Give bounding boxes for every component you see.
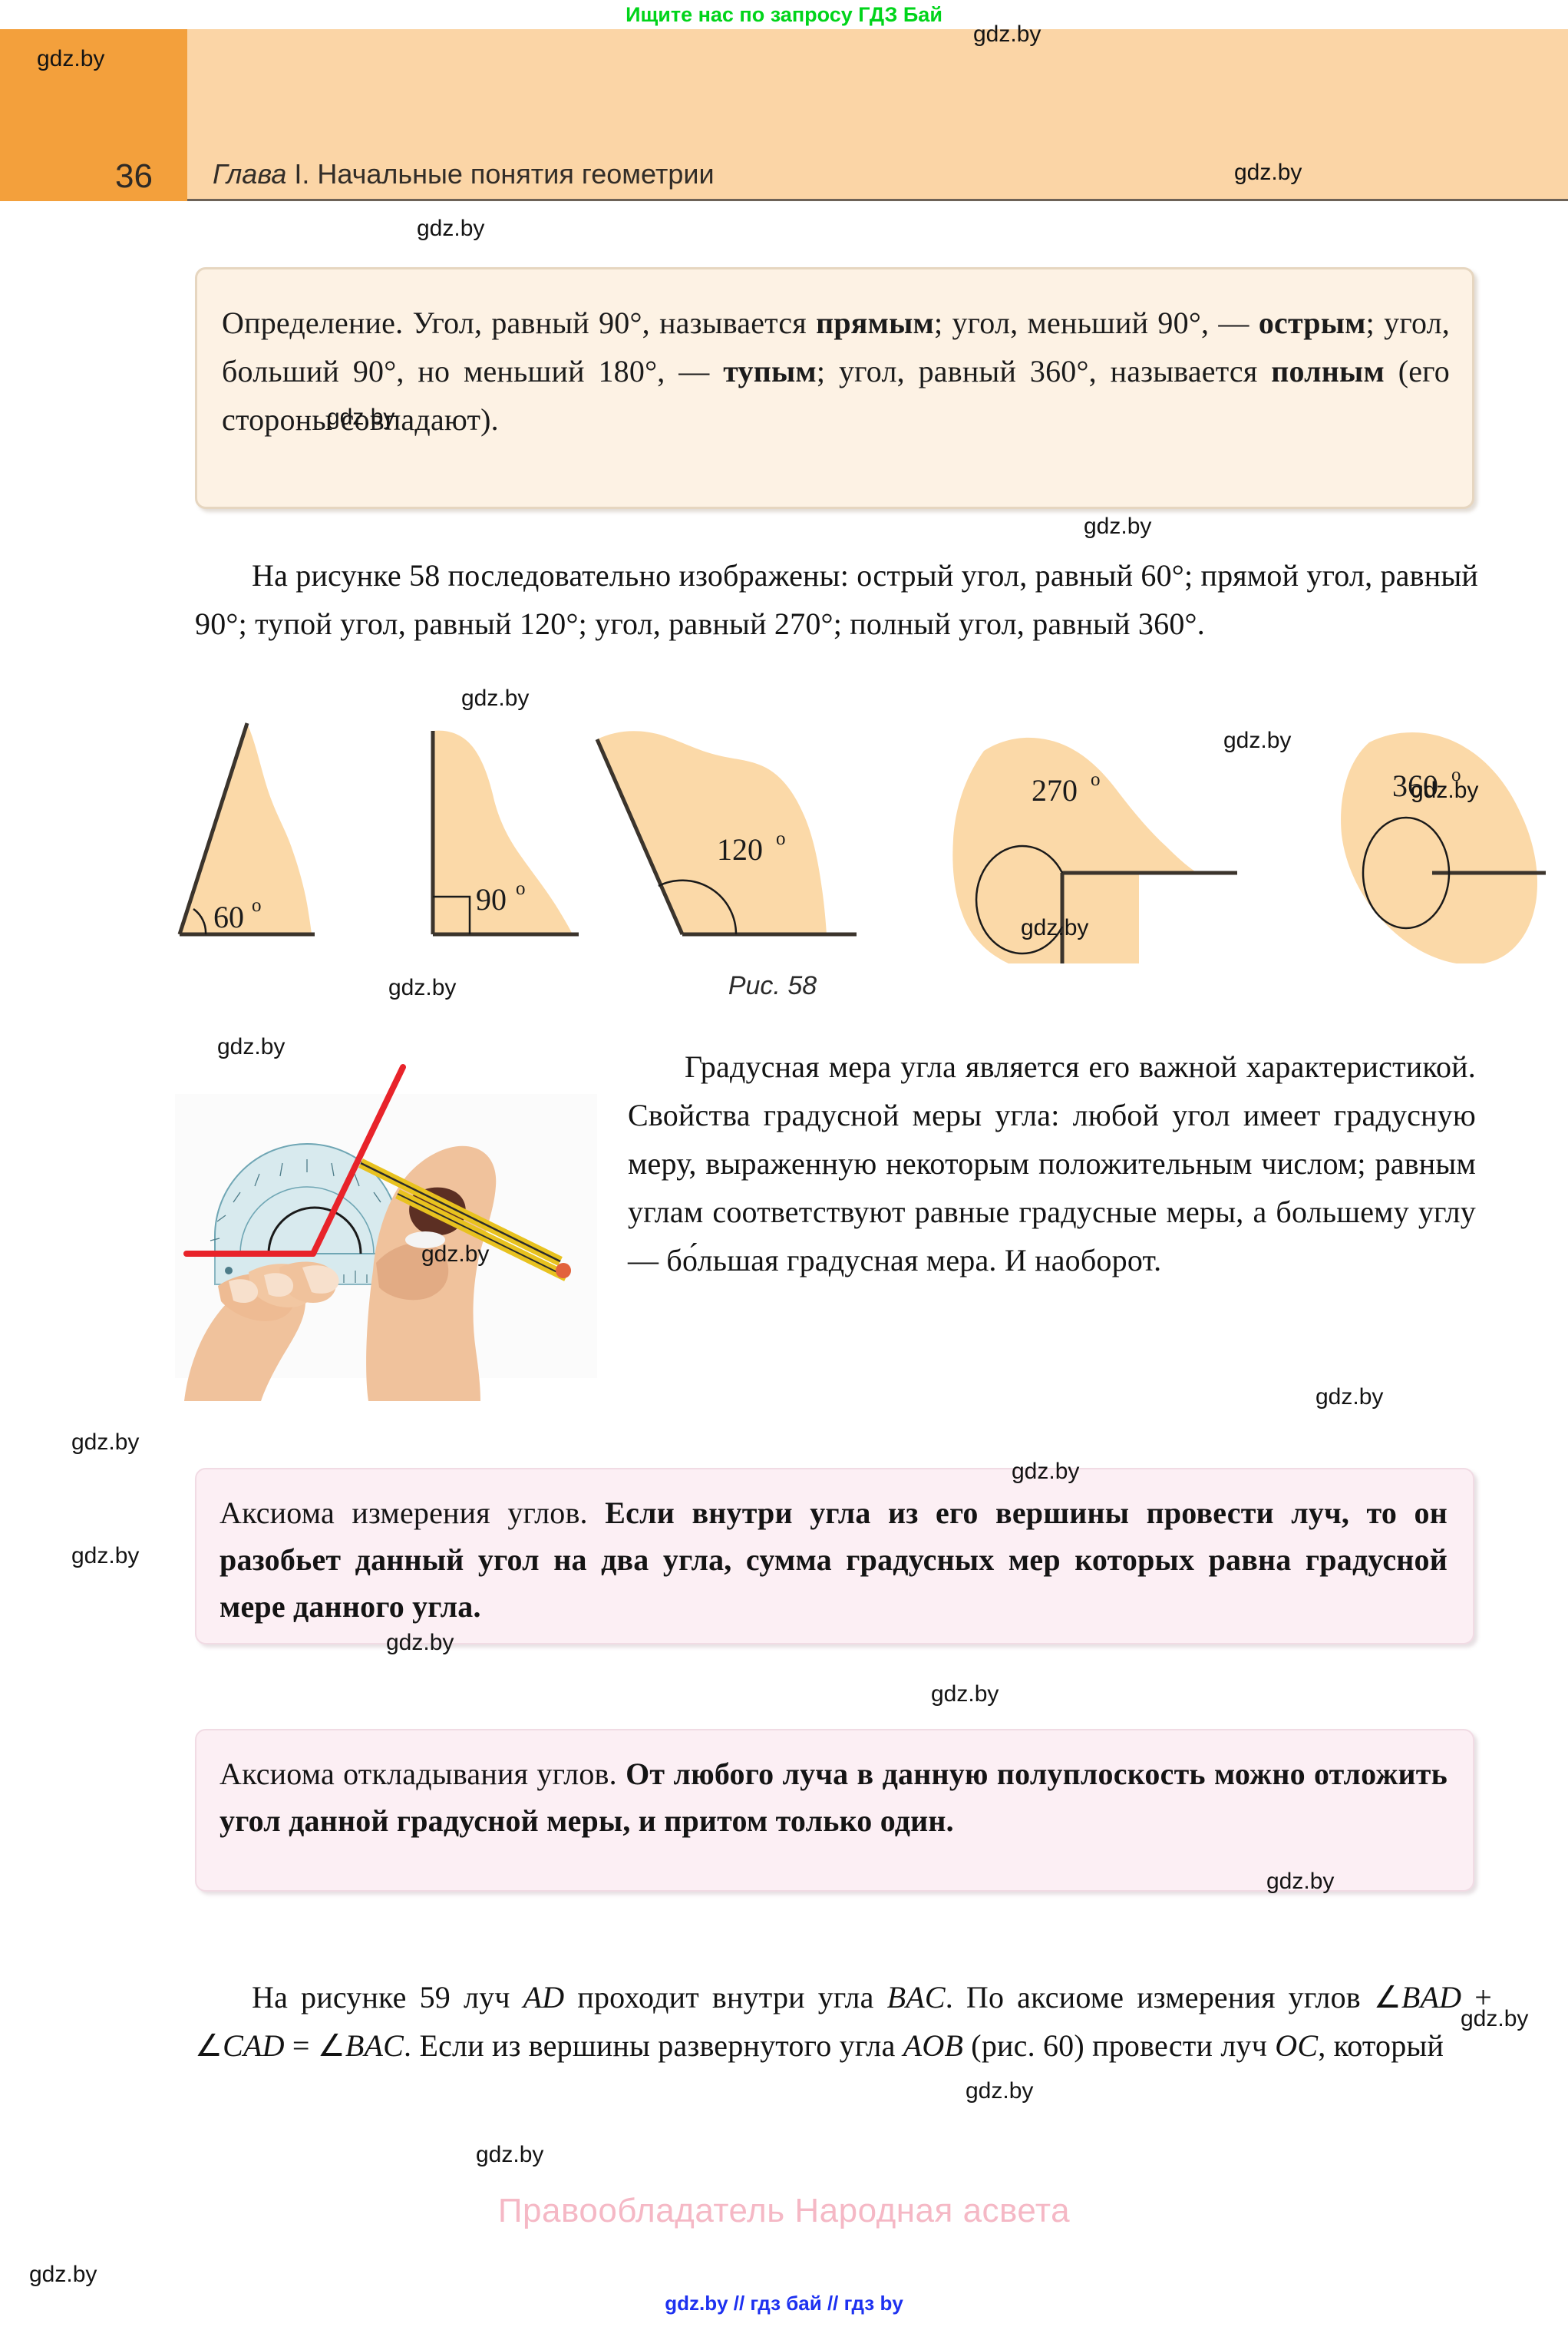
figure-58: 60 o 90 o 120 o 270 o [172, 710, 1553, 965]
angle-shape-360: 360 o [1341, 732, 1546, 965]
figure-58-caption: Рис. 58 [0, 971, 1568, 1001]
angle-shape-120: 120 o [595, 731, 857, 937]
promo-text: Ищите нас по запросу ГДЗ Бай [626, 3, 942, 26]
chapter-title: Глава I. Начальные понятия геометрии [213, 158, 715, 190]
figure-58-svg: 60 o 90 o 120 o 270 o [177, 722, 1546, 965]
red-ray-icon [183, 1064, 406, 1257]
definition-text: Определение. Угол, равный 90°, называетс… [222, 299, 1450, 444]
angle-label-270: 270 [1032, 773, 1078, 808]
paragraph-degree-measure: Градусная мера угла является его важной … [628, 1049, 1476, 1277]
promo-strip: Ищите нас по запросу ГДЗ Бай [0, 0, 1568, 29]
watermark-16: gdz.by [71, 1543, 140, 1568]
angle-label-90: 90 [476, 882, 507, 917]
svg-text:o: o [776, 828, 786, 849]
page-number: 36 [115, 157, 153, 195]
watermark-5: gdz.by [1084, 514, 1152, 539]
axiom-2-title: Аксиома откладывания углов. [220, 1757, 617, 1791]
angle-label-60: 60 [213, 900, 244, 934]
watermark-23: gdz.by [29, 2262, 97, 2287]
page-header-band [0, 29, 1568, 201]
figure-58-caption-text: Рис. 58 [728, 971, 817, 1000]
svg-text:o: o [1451, 765, 1461, 785]
svg-text:o: o [252, 895, 262, 916]
svg-text:o: o [1091, 769, 1101, 790]
watermark-6: gdz.by [461, 686, 530, 711]
axiom-1-text: Аксиома измерения углов. Если внутри угл… [220, 1489, 1448, 1630]
watermark-13: gdz.by [1315, 1384, 1384, 1410]
paragraph-figure58-intro: На рисунке 58 последовательно изображены… [195, 558, 1479, 641]
watermark-18: gdz.by [931, 1681, 999, 1707]
axiom-box-measurement: Аксиома измерения углов. Если внутри угл… [195, 1468, 1474, 1644]
copyright-notice: Правообладатель Народная асвета [497, 2192, 1071, 2229]
protractor-photo-svg [167, 1040, 605, 1416]
axiom-box-construction: Аксиома откладывания углов. От любого лу… [195, 1729, 1474, 1892]
axiom-1-title: Аксиома измерения углов. [220, 1496, 588, 1530]
angle-shape-270: 270 o [952, 737, 1237, 963]
protractor-with-hands-photo [167, 1040, 605, 1416]
left-hand-shape [184, 1261, 339, 1401]
footer-links: gdz.by // гдз бай // гдз by [665, 2292, 903, 2315]
angle-label-360: 360 [1392, 768, 1438, 803]
paragraph-figure59: На рисунке 59 луч AD проходит внутри угл… [195, 1980, 1492, 2063]
angle-shape-60: 60 o [177, 722, 315, 937]
definition-label: Определение. [222, 306, 404, 340]
watermark-3: gdz.by [417, 216, 485, 241]
angle-label-120: 120 [717, 832, 763, 867]
axiom-2-text: Аксиома откладывания углов. От любого лу… [220, 1750, 1448, 1844]
watermark-21: gdz.by [966, 2078, 1034, 2104]
page-header-tab [0, 29, 187, 201]
definition-body: Угол, равный 90°, называется прямым; уго… [222, 306, 1450, 437]
chapter-title-word: Глава [213, 158, 287, 190]
axiom-1-body: Если внутри угла из его вершины провести… [220, 1496, 1448, 1624]
watermark-22: gdz.by [476, 2142, 544, 2167]
axiom-2-body: От любого луча в данную полуплоскость мо… [220, 1757, 1448, 1838]
chapter-title-rest: I. Начальные понятия геометрии [286, 158, 715, 190]
definition-box: Определение. Угол, равный 90°, называетс… [195, 267, 1474, 509]
angle-shape-90: 90 o [431, 730, 579, 937]
svg-text:o: o [516, 878, 526, 899]
watermark-14: gdz.by [71, 1429, 140, 1455]
pencil-icon [358, 1158, 571, 1281]
